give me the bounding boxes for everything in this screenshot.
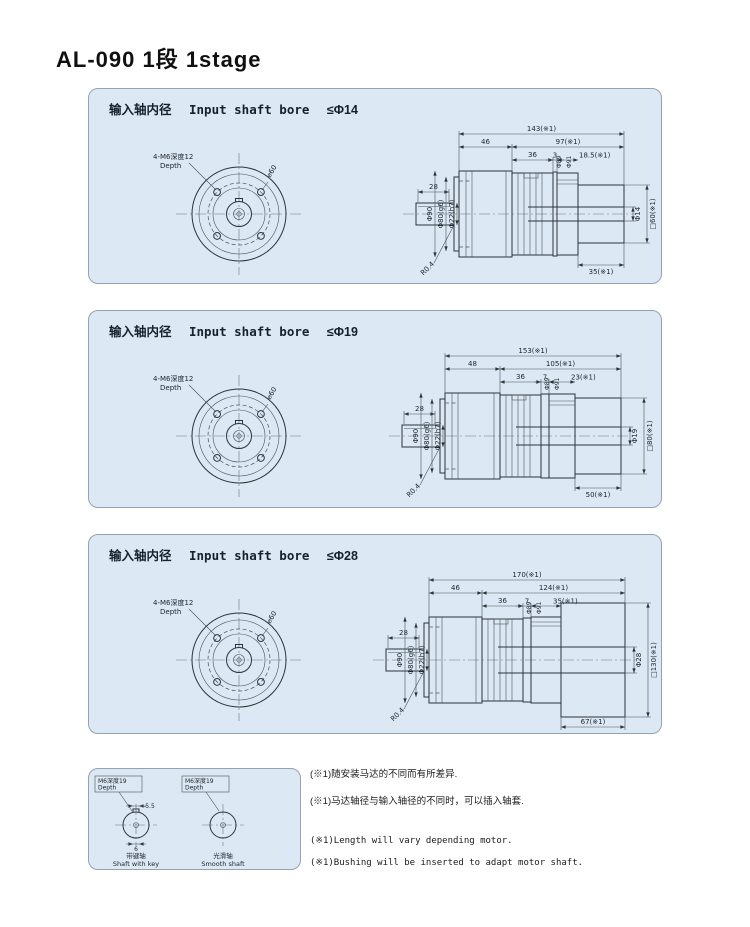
svg-text:R0.4: R0.4 [389, 706, 406, 723]
svg-text:M6深度19: M6深度19 [98, 777, 127, 785]
panel-header-bore14: 输入轴内径 Input shaft bore ≤Φ14 [89, 89, 661, 118]
svg-text:Φ91: Φ91 [536, 601, 543, 614]
svg-text:7: 7 [543, 374, 547, 382]
svg-text:23(※1): 23(※1) [571, 374, 596, 382]
svg-text:Φ89: Φ89 [526, 601, 533, 614]
svg-text:143(※1): 143(※1) [527, 125, 556, 133]
svg-text:4-M6深度12: 4-M6深度12 [153, 374, 193, 383]
svg-text:Depth: Depth [185, 785, 203, 792]
svg-text:Φ91: Φ91 [554, 377, 561, 390]
note-en-2: (※1)Bushing will be inserted to adapt mo… [310, 858, 584, 868]
svg-text:124(※1): 124(※1) [539, 584, 568, 592]
svg-text:28: 28 [415, 405, 424, 413]
svg-text:35(※1): 35(※1) [589, 268, 614, 276]
panel-bore-limit: ≤Φ14 [326, 103, 358, 117]
svg-text:Φ22(h7): Φ22(h7) [434, 421, 442, 450]
svg-text:Smooth shaft: Smooth shaft [201, 860, 245, 868]
svg-text:Depth: Depth [160, 608, 181, 616]
panel-title-cn: 输入轴内径 [109, 325, 172, 339]
svg-text:170(※1): 170(※1) [512, 571, 541, 579]
svg-text:36: 36 [516, 373, 525, 381]
svg-text:⌀60: ⌀60 [265, 386, 279, 401]
svg-text:□130(※1): □130(※1) [650, 642, 658, 678]
svg-text:97(※1): 97(※1) [556, 138, 581, 146]
svg-text:Φ90: Φ90 [412, 429, 420, 443]
svg-text:Φ14: Φ14 [634, 206, 642, 221]
svg-text:36: 36 [498, 597, 507, 605]
svg-text:28: 28 [399, 629, 408, 637]
svg-text:105(※1): 105(※1) [546, 360, 575, 368]
svg-text:Φ28: Φ28 [635, 653, 643, 667]
panel-bore-limit: ≤Φ28 [326, 549, 358, 563]
panel-title-en: Input shaft bore [189, 324, 310, 339]
svg-text:Depth: Depth [160, 384, 181, 392]
svg-text:M6深度19: M6深度19 [185, 777, 214, 785]
note-en-1: (※1)Length will vary depending motor. [310, 836, 513, 846]
panel-title-en: Input shaft bore [189, 548, 310, 563]
svg-text:67(※1): 67(※1) [581, 718, 606, 726]
svg-text:35(※1): 35(※1) [553, 598, 578, 606]
svg-text:Φ90: Φ90 [426, 207, 434, 221]
svg-text:36: 36 [528, 151, 537, 159]
svg-text:Φ91: Φ91 [566, 155, 573, 168]
svg-text:46: 46 [451, 584, 460, 592]
svg-text:R0.4: R0.4 [405, 482, 422, 499]
svg-text:Shaft with key: Shaft with key [113, 860, 159, 868]
svg-text:Depth: Depth [160, 162, 181, 170]
svg-text:⌀60: ⌀60 [265, 164, 279, 179]
svg-text:28: 28 [429, 183, 438, 191]
panel-title-cn: 输入轴内径 [109, 549, 172, 563]
svg-text:5.5: 5.5 [145, 803, 155, 810]
svg-text:Φ80(g6): Φ80(g6) [437, 199, 445, 228]
page-title: AL-090 1段 1stage [56, 47, 262, 72]
svg-text:46: 46 [481, 138, 490, 146]
svg-text:□60(※1): □60(※1) [649, 198, 657, 230]
svg-text:7: 7 [525, 598, 529, 606]
notes-section: (※1)随安装马达的不同而有所差异. (※1)马达轴径与输入轴径的不同时，可以插… [310, 766, 670, 868]
svg-text:带键轴: 带键轴 [126, 851, 146, 860]
svg-text:Φ22(h7): Φ22(h7) [448, 199, 456, 228]
svg-text:光滑轴: 光滑轴 [213, 851, 233, 860]
svg-text:48: 48 [468, 360, 477, 368]
svg-text:Φ90: Φ90 [396, 653, 404, 667]
svg-text:18.5(※1): 18.5(※1) [579, 152, 611, 160]
svg-text:3: 3 [553, 152, 557, 160]
panel-bore-limit: ≤Φ19 [326, 325, 358, 339]
svg-text:R0.4: R0.4 [419, 260, 436, 277]
svg-text:Φ19: Φ19 [631, 429, 639, 443]
panel-title-cn: 输入轴内径 [109, 103, 172, 117]
panel-header-bore19: 输入轴内径 Input shaft bore ≤Φ19 [89, 311, 661, 340]
svg-text:⌀60: ⌀60 [265, 610, 279, 625]
note-cn-2: (※1)马达轴径与输入轴径的不同时，可以插入轴套. [310, 796, 524, 807]
panel-title-en: Input shaft bore [189, 102, 310, 117]
note-cn-1: (※1)随安装马达的不同而有所差异. [310, 769, 458, 780]
svg-text:Φ80(g6): Φ80(g6) [423, 421, 431, 450]
svg-text:50(※1): 50(※1) [586, 491, 611, 499]
svg-text:Φ89: Φ89 [544, 377, 551, 390]
svg-text:4-M6深度12: 4-M6深度12 [153, 152, 193, 161]
panel-header-bore28: 输入轴内径 Input shaft bore ≤Φ28 [89, 535, 661, 564]
svg-text:153(※1): 153(※1) [518, 347, 547, 355]
svg-text:Depth: Depth [98, 785, 116, 792]
svg-text:Φ80(g6): Φ80(g6) [407, 645, 415, 674]
svg-text:4-M6深度12: 4-M6深度12 [153, 598, 193, 607]
svg-text:□80(※1): □80(※1) [646, 420, 654, 452]
svg-text:6: 6 [134, 846, 138, 853]
svg-text:Φ89: Φ89 [556, 155, 563, 168]
svg-text:Φ22(h7): Φ22(h7) [418, 645, 426, 674]
